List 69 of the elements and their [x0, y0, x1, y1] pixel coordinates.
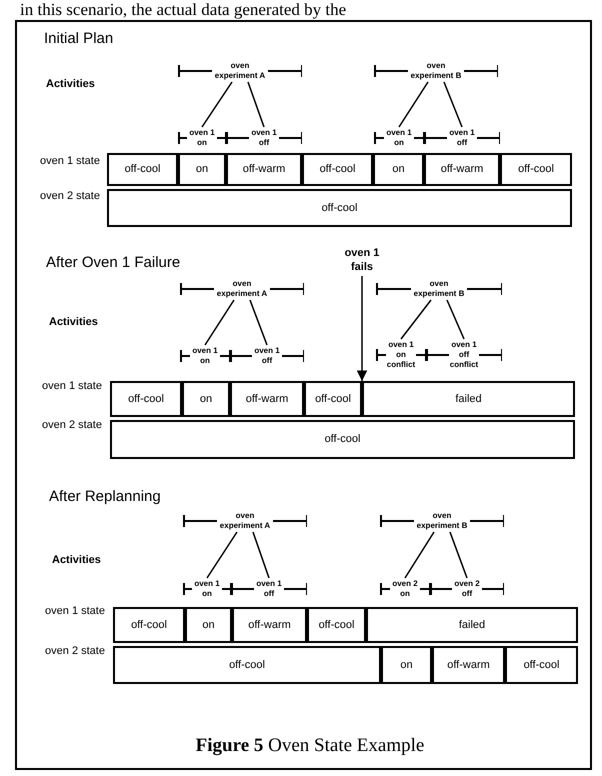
state-box: on [381, 646, 432, 684]
state-box: off-warm [424, 153, 500, 186]
state-box: off-cool [110, 381, 182, 417]
row-label: oven 2 state [41, 419, 103, 432]
activity-label: oven 1 on [385, 128, 413, 148]
activity-label: oven 2 off [453, 579, 481, 599]
state-box: on [185, 607, 232, 643]
activity-label: oven 1 off conflict [449, 340, 479, 370]
connector-line [404, 532, 435, 578]
activity-label: oven experiment A [218, 511, 272, 531]
state-box: off-cool [107, 189, 572, 227]
arrow [356, 276, 368, 381]
row-label: Activities [46, 77, 96, 92]
activity-label: oven 1 off [250, 128, 278, 148]
row-label: oven 1 state [39, 155, 101, 168]
activity-label: oven experiment B [410, 61, 462, 81]
state-box: off-cool [307, 607, 366, 643]
connector-line [398, 82, 429, 128]
activity-label: oven 1 on [191, 346, 219, 366]
state-box: on [178, 153, 226, 186]
connector-line [446, 300, 465, 340]
row-label: oven 1 state [41, 380, 103, 393]
row-label: Activities [49, 315, 99, 330]
connector-line [252, 532, 270, 578]
state-box: on [182, 381, 230, 417]
activity-label: oven experiment A [214, 61, 266, 81]
state-box: off-cool [505, 646, 578, 684]
connector-line [449, 532, 468, 578]
state-box: off-cool [110, 420, 575, 459]
event-label: oven 1 fails [336, 246, 388, 276]
connector-line [201, 82, 233, 128]
section-title: After Replanning [49, 488, 162, 506]
activity-label: oven 1 on [188, 128, 216, 148]
connector-line [443, 82, 463, 128]
body-text: in this scenario, the actual data generated by the [20, 0, 348, 20]
figure-caption: Figure 5 Oven State Example [194, 734, 426, 758]
state-box: off-warm [226, 153, 302, 186]
state-box: on [373, 153, 424, 186]
activity-label: oven 1 off [253, 346, 281, 366]
activity-label: oven 2 on [391, 579, 419, 599]
state-box: failed [366, 607, 578, 643]
activity-label: oven 1 on conflict [386, 340, 416, 370]
state-box: failed [362, 381, 575, 417]
connector-line [206, 532, 238, 578]
activity-label: oven experiment A [216, 279, 268, 299]
state-box: off-warm [230, 381, 304, 417]
row-label: oven 2 state [39, 190, 101, 203]
state-box: off-cool [302, 153, 373, 186]
connector-line [249, 300, 268, 346]
row-label: oven 1 state [44, 605, 106, 618]
state-box: off-cool [304, 381, 362, 417]
activity-label: oven 1 off [255, 579, 283, 599]
state-box: off-cool [107, 153, 178, 186]
section-title: After Oven 1 Failure [46, 254, 182, 272]
state-box: off-cool [113, 607, 185, 643]
activity-label: oven 1 off [448, 128, 476, 148]
connector-line [204, 300, 235, 346]
activity-label: oven experiment B [412, 279, 466, 299]
activity-label: oven experiment B [416, 511, 468, 531]
activity-label: oven 1 on [193, 579, 221, 599]
row-label: Activities [52, 553, 102, 568]
section-title: Initial Plan [44, 30, 114, 48]
connector-line [247, 82, 265, 128]
row-label: oven 2 state [44, 645, 106, 658]
state-box: off-warm [232, 607, 307, 643]
state-box: off-cool [500, 153, 572, 186]
connector-line [400, 300, 432, 340]
state-box: off-warm [432, 646, 505, 684]
state-box: off-cool [113, 646, 381, 684]
